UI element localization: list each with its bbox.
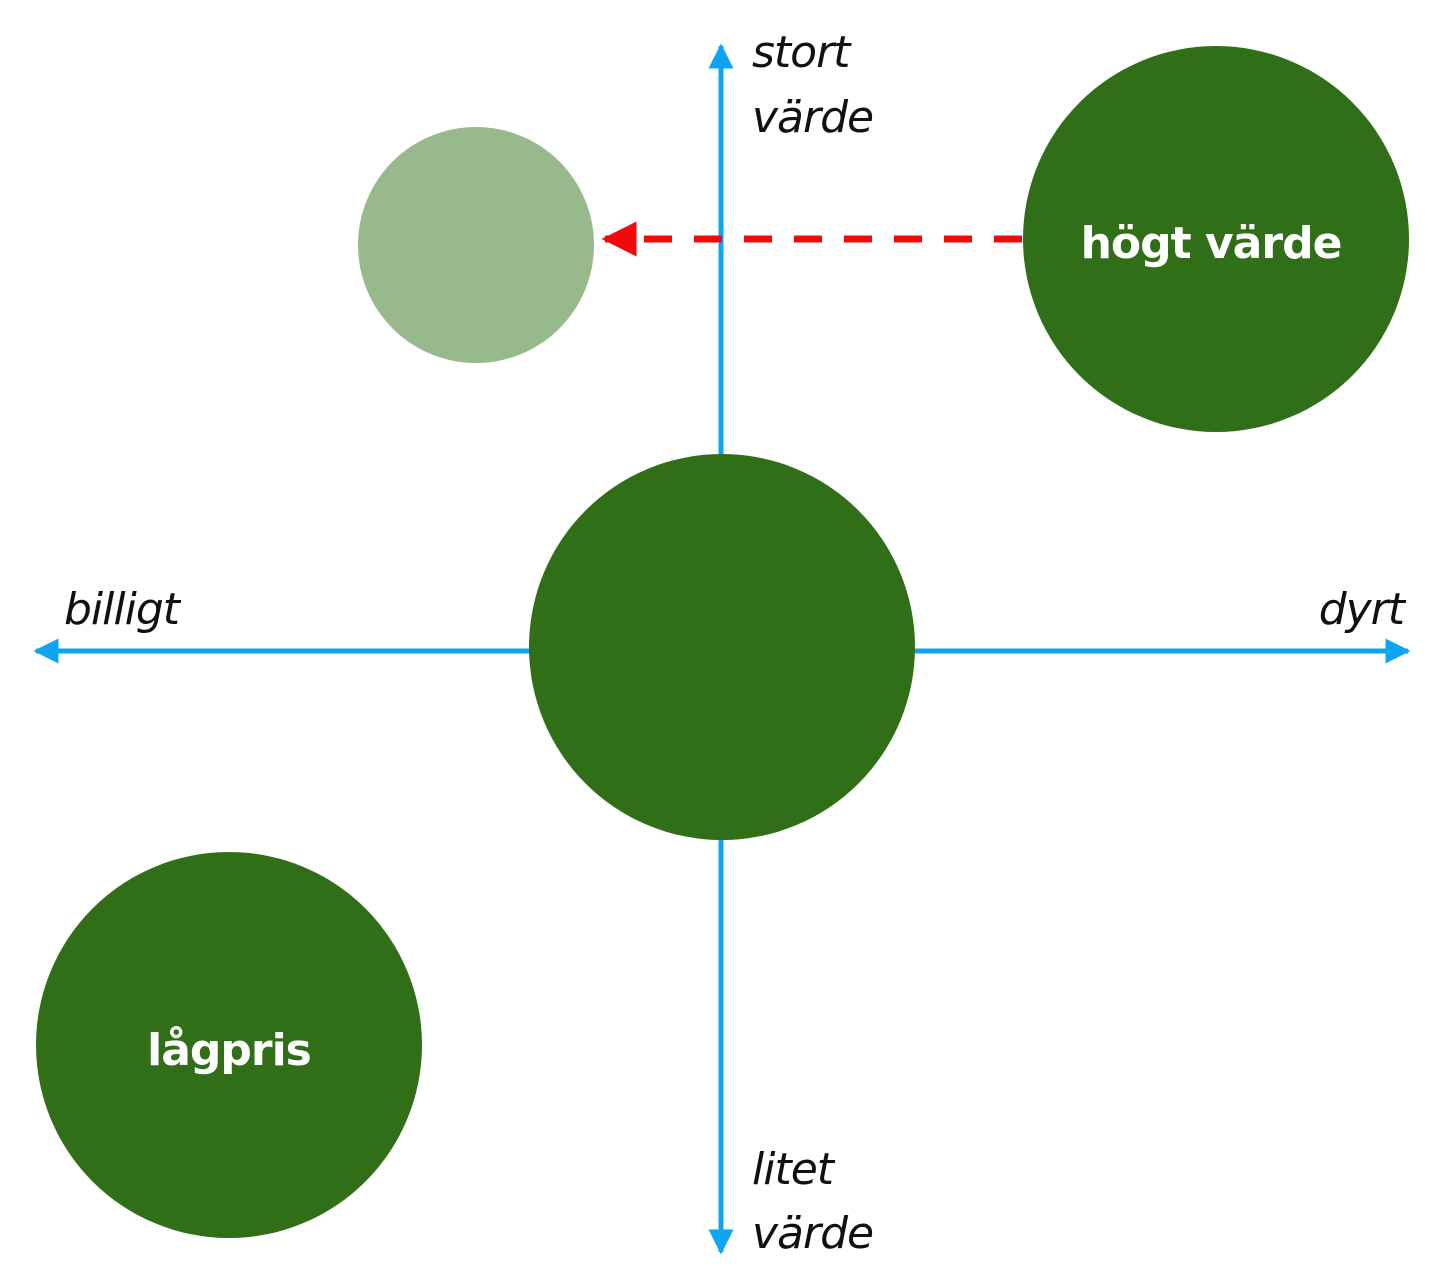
axis-label-left: billigt bbox=[64, 584, 182, 635]
low-price-bubble bbox=[36, 852, 422, 1238]
axis-label-right: dyrt bbox=[1319, 584, 1407, 635]
axis-label-bottom-line2: värde bbox=[752, 1208, 873, 1259]
axis-label-top-line1: stort bbox=[752, 27, 852, 78]
high-value-bubble bbox=[1023, 46, 1409, 432]
axis-label-top-line2: värde bbox=[752, 92, 873, 143]
high-value-label: högt värde bbox=[1081, 218, 1342, 269]
center-bubble bbox=[529, 454, 915, 840]
shifted-bubble bbox=[358, 127, 594, 363]
axis-label-bottom-line1: litet bbox=[752, 1144, 836, 1195]
low-price-label: lågpris bbox=[147, 1025, 311, 1076]
